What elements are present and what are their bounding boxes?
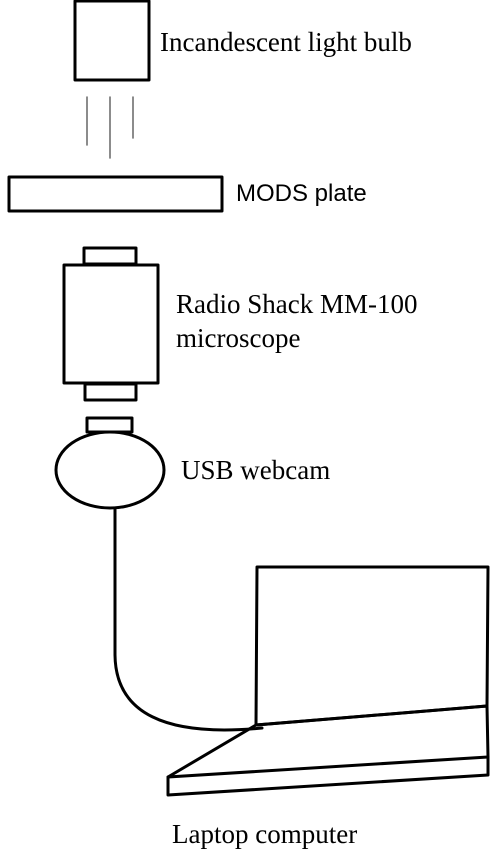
light-bulb-box	[73, 0, 151, 82]
laptop-label: Laptop computer	[172, 819, 358, 849]
webcam	[54, 416, 166, 510]
microscope-top-cap	[82, 246, 138, 266]
mods-plate-label: MODS plate	[236, 180, 367, 207]
microscope-bottom-cap	[83, 382, 138, 402]
usb-cable	[113, 506, 264, 732]
mods-plate	[7, 175, 224, 213]
microscope-body	[62, 263, 160, 385]
webcam-body	[54, 430, 166, 510]
laptop	[166, 565, 490, 797]
laptop-base-side	[166, 755, 490, 797]
light-bulb-label: Incandescent light bulb	[160, 27, 412, 57]
laptop-screen	[254, 565, 490, 727]
webcam-lens-mount	[85, 416, 134, 434]
laptop-base-top	[166, 704, 490, 779]
light-rays	[86, 96, 134, 159]
webcam-label: USB webcam	[181, 455, 331, 485]
microscope-label-line1: Radio Shack MM-100	[176, 289, 418, 319]
microscope-label-line2: microscope	[176, 323, 301, 353]
microscope	[62, 246, 160, 402]
